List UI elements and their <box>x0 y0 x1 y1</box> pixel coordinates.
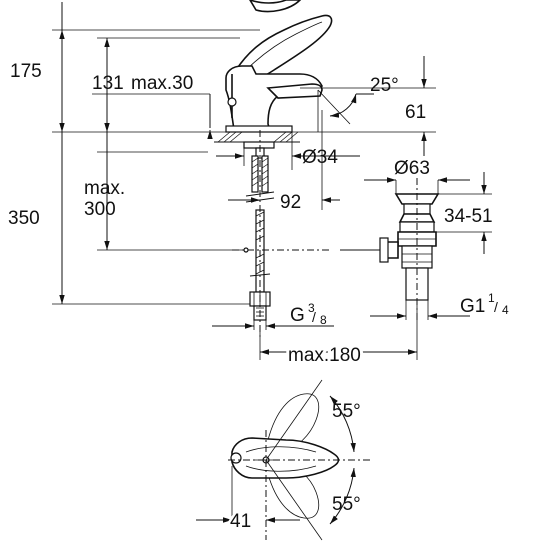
dim-max180-lines <box>259 300 418 360</box>
dim-dia63: Ø63 <box>394 158 430 179</box>
dim-angle-55-top: 55° <box>332 401 361 422</box>
dim-max180: max.180 <box>288 345 361 366</box>
dim-dia63-lines <box>364 177 470 194</box>
angle-55-dims <box>265 379 356 541</box>
hole-dims <box>216 110 360 210</box>
dim-angle-25: 25° <box>370 75 399 96</box>
dim-g114-num: 1 <box>488 291 495 305</box>
dim-g114-den: 4 <box>502 303 509 317</box>
dim-g38-den: 8 <box>320 313 327 327</box>
dim-g114-lines <box>370 300 470 320</box>
dim-dia34: Ø34 <box>302 147 338 168</box>
svg-text:/: / <box>494 299 498 315</box>
label-175: 175 <box>10 61 42 82</box>
dim-41-lines <box>196 466 300 526</box>
dim-34-51-lines <box>436 172 492 254</box>
spout-angle-dims <box>300 56 436 156</box>
pop-up-waste <box>379 193 440 301</box>
dim-300: 300 <box>84 199 116 220</box>
dim-g38-num: 3 <box>308 301 315 315</box>
left-dimension-lines <box>52 2 318 305</box>
svg-text:/: / <box>312 309 316 325</box>
dim-41: 41 <box>230 511 251 532</box>
dim-angle-55-bottom: 55° <box>332 494 361 515</box>
faucet-top-view <box>230 393 340 519</box>
dim-175: 175 <box>10 61 42 82</box>
dim-350: 350 <box>8 208 40 229</box>
dim-g38-main: G <box>290 305 305 326</box>
dim-max-word: max. <box>84 178 125 199</box>
dim-g38-lines <box>212 320 334 330</box>
dim-61: 61 <box>405 102 426 123</box>
dim-92: 92 <box>280 192 301 213</box>
dim-max30: max.30 <box>131 73 193 94</box>
dim-131: 131 <box>92 73 124 94</box>
dim-34-51: 34-51 <box>444 206 493 227</box>
dim-g114-main: G1 <box>460 296 485 317</box>
